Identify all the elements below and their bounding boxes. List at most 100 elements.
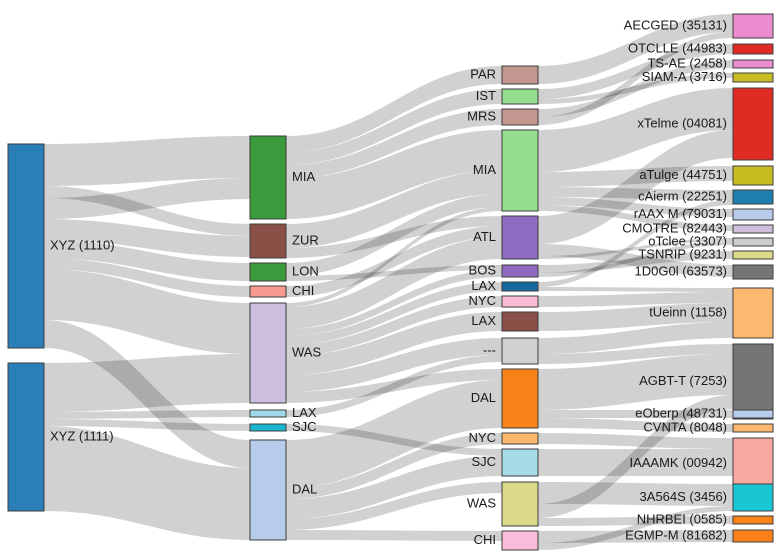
sankey-node-h1-was[interactable] [249, 302, 287, 404]
sankey-node-d-atulge[interactable] [732, 165, 774, 186]
sankey-node-label-d-aecged: AECGED (35131) [624, 17, 727, 32]
sankey-node-label-h2-dal: DAL [471, 390, 496, 405]
sankey-node-d-otclee[interactable] [732, 237, 774, 247]
sankey-node-h2-nyc-2[interactable] [501, 432, 539, 445]
sankey-node-h2-atl[interactable] [501, 215, 539, 260]
sankey-link [44, 478, 250, 534]
sankey-link [286, 226, 502, 297]
sankey-node-label-d-tueinn: tUeinn (1158) [649, 304, 727, 319]
sankey-node-label-h1-sjc: SJC [292, 419, 317, 434]
sankey-node-d-otclle[interactable] [732, 43, 774, 55]
sankey-node-label-h2-mia: MIA [473, 162, 496, 177]
sankey-node-h2-lax-2[interactable] [501, 311, 539, 332]
sankey-link [286, 265, 502, 281]
sankey-link [538, 205, 733, 231]
sankey-node-label-h2-was: WAS [467, 495, 496, 510]
sankey-link [286, 194, 502, 276]
sankey-link [286, 282, 502, 345]
sankey-link [44, 456, 250, 520]
sankey-node-h2-chi[interactable] [501, 530, 539, 551]
sankey-node-h2-was[interactable] [501, 481, 539, 527]
sankey-node-d-xtelme[interactable] [732, 87, 774, 161]
sankey-nodes-layer [7, 13, 774, 551]
sankey-link [44, 410, 250, 419]
sankey-link [44, 320, 250, 468]
sankey-node-d-nhrbei[interactable] [732, 515, 774, 525]
sankey-link [538, 410, 733, 418]
sankey-node-h1-dal[interactable] [249, 439, 287, 541]
sankey-node-d-1d0g0l[interactable] [732, 264, 774, 280]
sankey-link [538, 344, 733, 364]
sankey-node-d-iaaamk[interactable] [732, 437, 774, 490]
sankey-node-label-h2-nyc-1: NYC [469, 293, 496, 308]
sankey-link [286, 296, 502, 356]
sankey-node-h1-chi[interactable] [249, 285, 287, 298]
sankey-link [44, 291, 250, 338]
sankey-node-d-tsnrip[interactable] [732, 250, 774, 260]
sankey-node-label-h2-ist: IST [476, 88, 496, 103]
sankey-node-h1-lax[interactable] [249, 409, 287, 418]
sankey-node-h1-mia[interactable] [249, 135, 287, 220]
sankey-node-d-aecged[interactable] [732, 13, 774, 39]
sankey-link [44, 492, 250, 540]
sankey-node-d-tueinn[interactable] [732, 287, 774, 339]
sankey-node-h2-nyc-1[interactable] [501, 295, 539, 308]
sankey-node-d-siama[interactable] [732, 72, 774, 83]
sankey-link [538, 516, 733, 526]
sankey-node-h1-sjc[interactable] [249, 423, 287, 432]
sankey-node-h2-ist[interactable] [501, 88, 539, 105]
sankey-node-label-d-cmotre: CMOTRE (82443) [622, 220, 727, 235]
sankey-node-label-d-otclle: OTCLLE (44983) [628, 40, 727, 55]
sankey-node-d-raaxm[interactable] [732, 208, 774, 221]
sankey-node-d-3a564s[interactable] [732, 483, 774, 512]
sankey-node-label-h1-zur: ZUR [292, 232, 319, 247]
sankey-node-d-egmpm[interactable] [732, 529, 774, 543]
sankey-node-d-cmotre[interactable] [732, 224, 774, 234]
sankey-node-h2-mrs[interactable] [501, 108, 539, 126]
sankey-node-d-tsae[interactable] [732, 59, 774, 69]
sankey-node-label-d-egmpm: EGMP-M (81682) [625, 527, 727, 542]
sankey-link [538, 44, 733, 99]
sankey-node-label-h2-mrs: MRS [467, 108, 496, 123]
sankey-node-label-h2-lax-1: LAX [471, 278, 496, 293]
sankey-node-d-agbtt[interactable] [732, 343, 774, 420]
sankey-node-h2-sjc[interactable] [501, 448, 539, 477]
sankey-node-d-cvnta[interactable] [732, 423, 774, 433]
sankey-node-label-d-raaxm: rAAX M (79031) [634, 206, 727, 221]
sankey-node-src-xyz-1110[interactable] [7, 143, 45, 349]
sankey-link [44, 426, 250, 498]
sankey-node-h1-zur[interactable] [249, 223, 287, 259]
sankey-link [538, 449, 733, 476]
sankey-node-label-h1-lon: LON [292, 263, 319, 278]
sankey-node-label-d-xtelme: xTelme (04081) [637, 115, 727, 130]
sankey-link [44, 178, 250, 206]
sankey-link [538, 238, 733, 259]
sankey-link [538, 60, 733, 117]
sankey-link [538, 200, 733, 287]
sankey-node-label-h2-par: PAR [470, 66, 496, 81]
sankey-node-src-xyz-1111[interactable] [7, 362, 45, 512]
sankey-node-label-h1-mia: MIA [292, 169, 315, 184]
sankey-node-h2-none[interactable] [501, 337, 539, 365]
sankey-node-h2-bos[interactable] [501, 264, 539, 278]
sankey-node-d-eoberp[interactable] [732, 409, 774, 419]
sankey-link [538, 73, 733, 104]
sankey-node-label-src-xyz-1110: XYZ (1110) [50, 237, 115, 252]
sankey-node-h2-lax-1[interactable] [501, 281, 539, 292]
sankey-node-label-h2-atl: ATL [473, 229, 496, 244]
sankey-node-label-h1-lax: LAX [292, 405, 317, 420]
sankey-node-h1-lon[interactable] [249, 262, 287, 282]
sankey-node-label-d-cvnta: CVNTA (8048) [643, 419, 727, 434]
sankey-link [538, 418, 733, 432]
sankey-link [286, 380, 502, 488]
sankey-node-h2-par[interactable] [501, 65, 539, 85]
sankey-link [538, 187, 733, 200]
sankey-node-h2-mia[interactable] [501, 129, 539, 212]
sankey-node-d-caierm[interactable] [732, 189, 774, 205]
sankey-node-label-h2-nyc-2: NYC [469, 430, 496, 445]
sankey-node-h2-dal[interactable] [501, 368, 539, 429]
sankey-link [286, 130, 502, 219]
sankey-link [286, 433, 502, 499]
sankey-link [286, 170, 502, 248]
